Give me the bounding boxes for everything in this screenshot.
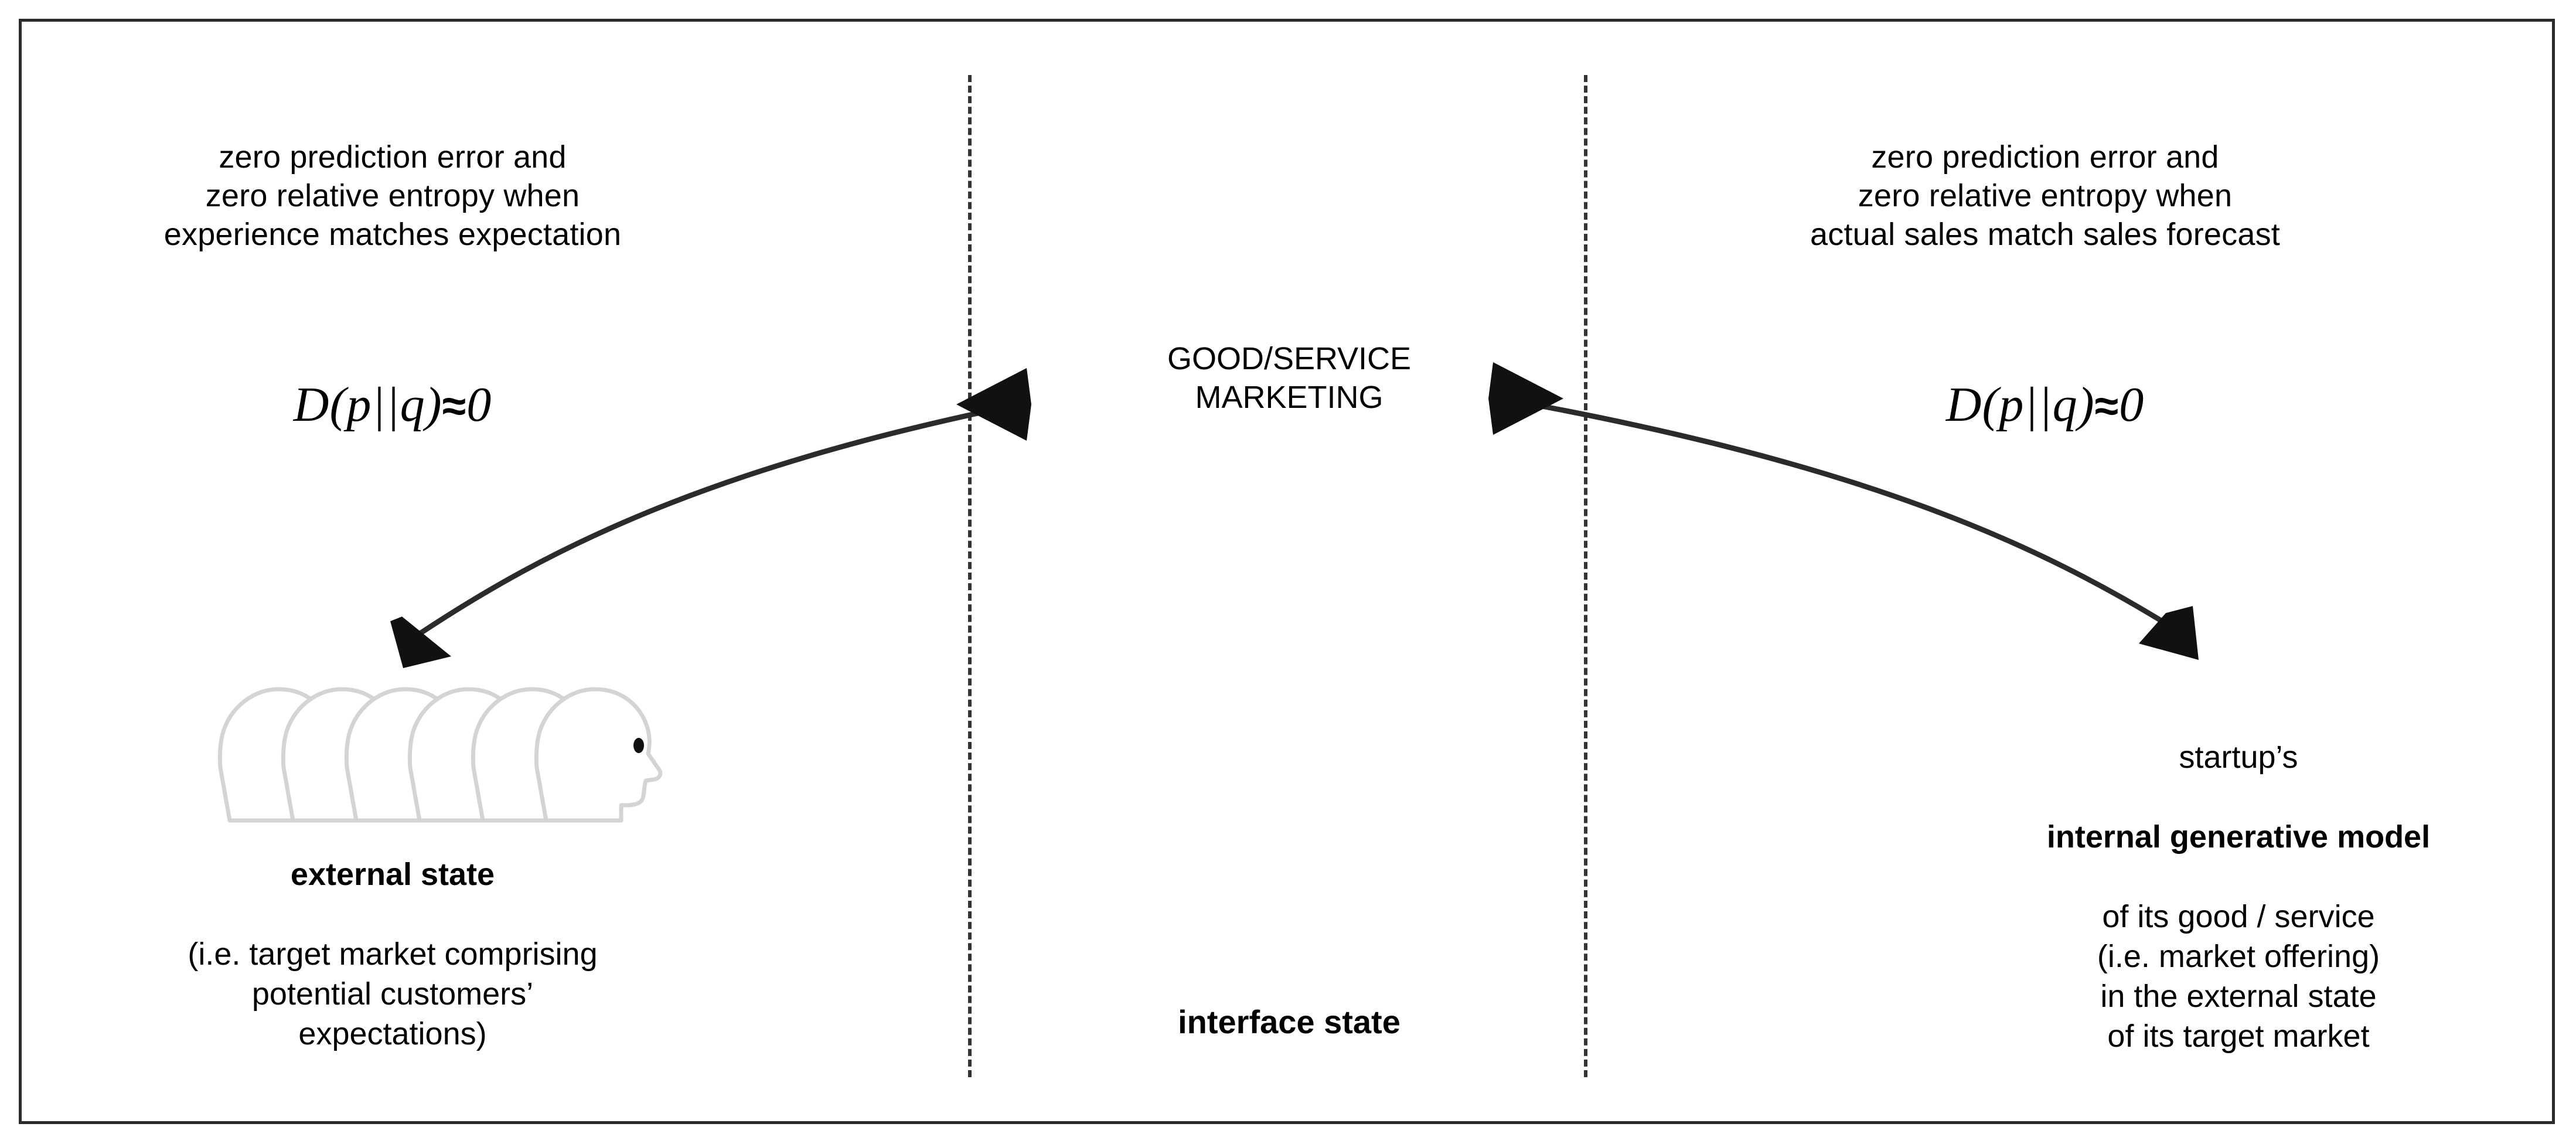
right-note-text: zero prediction error and zero relative … [1810, 139, 2280, 252]
right-formula-prefix: D(p||q) [1945, 377, 2095, 432]
left-caption: external state (i.e. target market compr… [59, 815, 727, 1094]
interface-boundary-right [1584, 75, 1587, 1077]
internal-generative-model-label: internal generative model [2046, 819, 2431, 855]
left-formula-value: 0 [466, 377, 492, 432]
left-note-text: zero prediction error and zero relative … [163, 139, 622, 252]
right-caption: startup’s internal generative model of i… [1957, 697, 2520, 1096]
interface-state-label: interface state [1178, 1003, 1401, 1040]
right-formula-approx: ≈ [2094, 382, 2120, 430]
good-service-marketing-label: GOOD/SERVICE MARKETING [1167, 341, 1412, 415]
right-formula-value: 0 [2119, 377, 2145, 432]
right-kl-divergence-formula: D(p||q)≈0 [1752, 375, 2338, 435]
left-formula-approx: ≈ [442, 382, 467, 430]
external-state-description: (i.e. target market comprising potential… [188, 937, 598, 1052]
startup-possessive-label: startup’s [2179, 740, 2298, 775]
internal-generative-model-description: of its good / service (i.e. market offer… [2097, 899, 2380, 1054]
external-state-label: external state [290, 857, 495, 893]
interface-boundary-left [968, 75, 972, 1077]
left-kl-divergence-formula: D(p||q)≈0 [82, 375, 703, 435]
left-formula-prefix: D(p||q) [293, 377, 442, 432]
